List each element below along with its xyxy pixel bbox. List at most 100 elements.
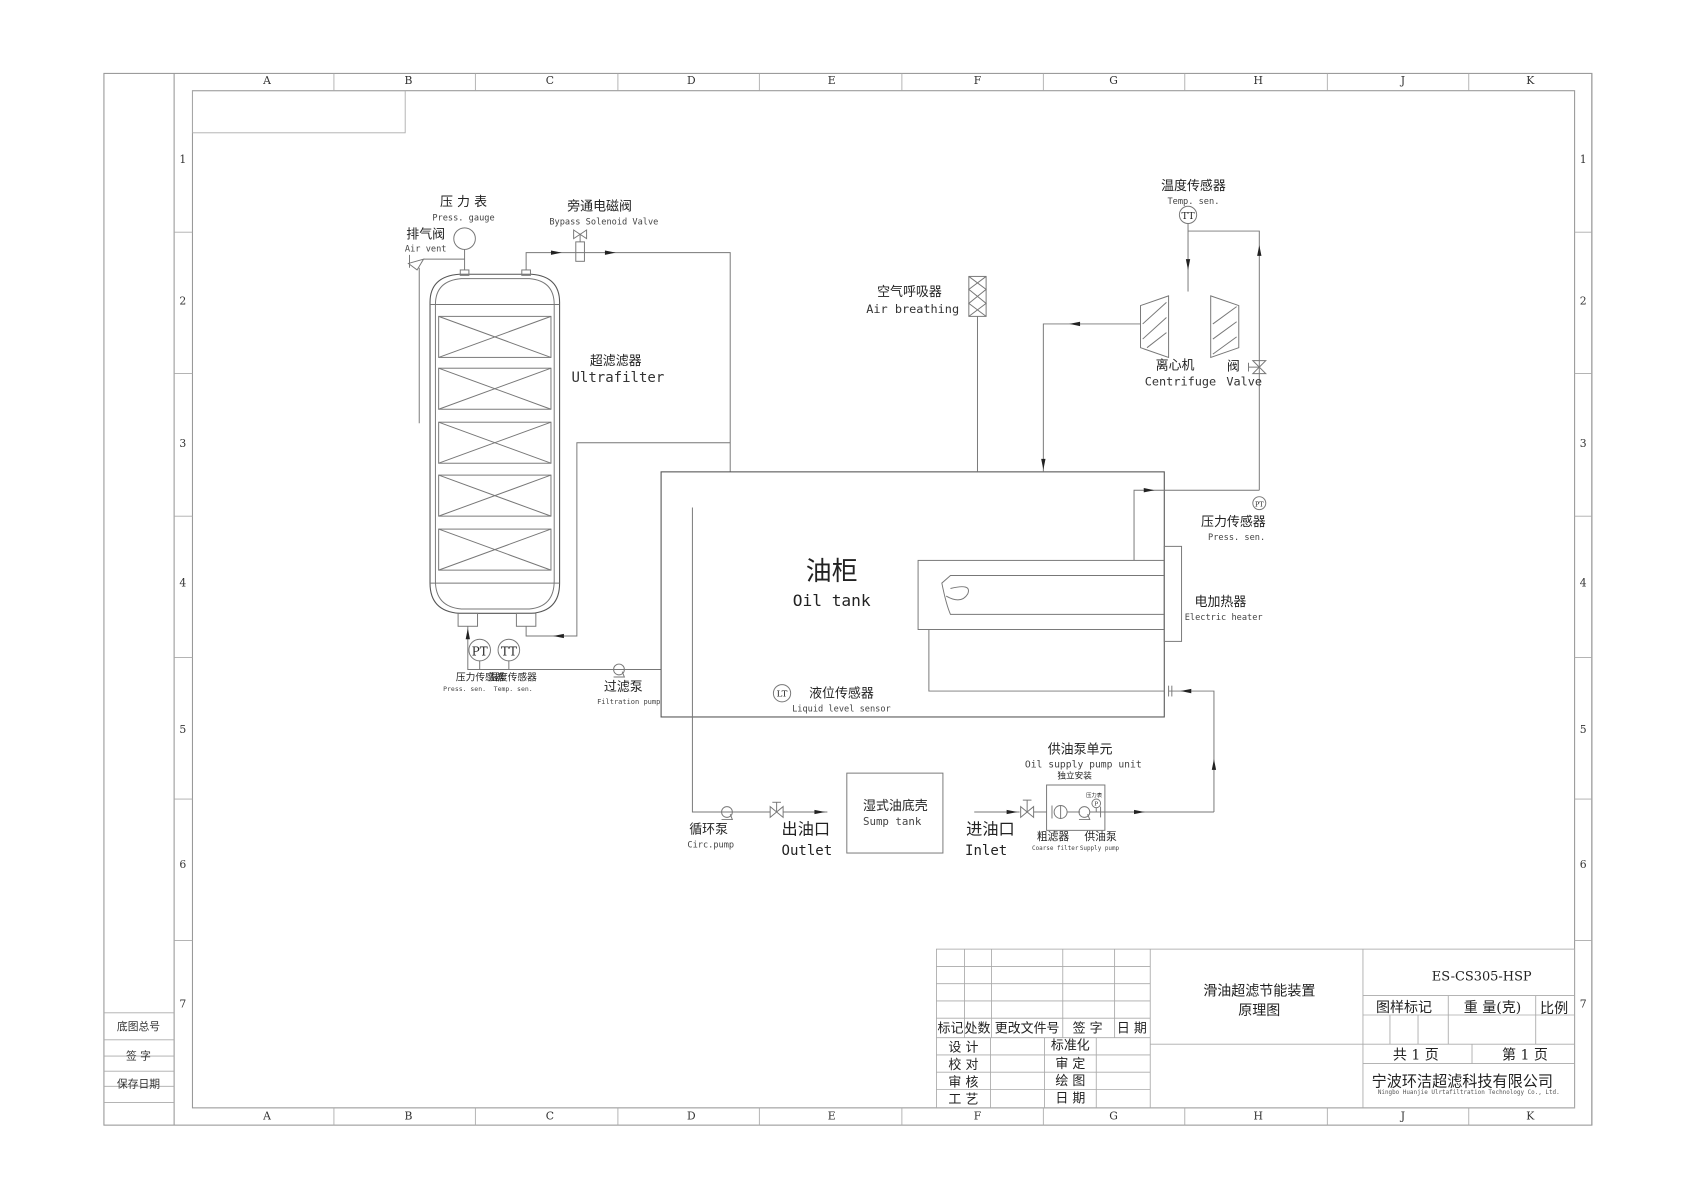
filter-element (438, 474, 552, 517)
sump-tank-label-en: Sump tank (863, 815, 922, 828)
tb-role-design: 设 计 (948, 1041, 978, 1056)
circ-pump-label-en: Circ.pump (687, 841, 734, 851)
filter-element (438, 315, 552, 358)
svg-text:H: H (1254, 74, 1263, 87)
svg-text:6: 6 (179, 858, 186, 871)
drawing-frame (191, 90, 1576, 1109)
press-gauge-label-cn: 压 力 表 (440, 195, 487, 210)
company-name-cn: 宁波环洁超滤科技有限公司 (1372, 1072, 1553, 1090)
tb-header-signature: 签 字 (1073, 1020, 1103, 1036)
svg-text:E: E (828, 1110, 836, 1123)
svg-text:TT: TT (1181, 211, 1195, 222)
supply-unit-note: 独立安装 (1057, 770, 1092, 782)
svg-text:K: K (1526, 74, 1535, 87)
row-ruler: 1 2 3 4 5 6 7 1 2 3 4 5 6 7 (174, 153, 1592, 1010)
right-press-sensor-label-cn: 压力传感器 (1201, 514, 1266, 530)
heater-label-en: Electric heater (1185, 613, 1263, 623)
svg-text:1: 1 (179, 153, 186, 166)
uf-temp-sensor-icon: TT (497, 638, 521, 670)
tb-role-approve: 审 定 (1055, 1057, 1085, 1072)
outlet-valve-icon (769, 801, 828, 819)
svg-text:2: 2 (1580, 294, 1587, 307)
pressure-gauge-icon (453, 227, 476, 270)
svg-text:7: 7 (1580, 997, 1587, 1010)
svg-text:LT: LT (777, 689, 788, 699)
svg-text:6: 6 (1580, 858, 1587, 871)
outlet-label-en: Outlet (782, 843, 833, 859)
svg-text:3: 3 (1580, 437, 1587, 450)
svg-text:D: D (687, 1110, 696, 1123)
centrifuge-label-en: Centrifuge (1145, 374, 1216, 388)
valve-icon (1248, 360, 1267, 375)
uf-temp-sensor-label-cn: 温度传感器 (488, 670, 537, 683)
svg-text:J: J (1400, 74, 1405, 87)
svg-text:C: C (546, 74, 554, 87)
bypass-solenoid-valve-icon (525, 229, 731, 472)
mark-label: 图样标记 (1376, 1000, 1432, 1016)
level-sensor-icon: LT (772, 684, 792, 703)
inlet-valve-icon (1020, 799, 1047, 819)
right-pressure-sensor-icon: PT (1143, 488, 1267, 511)
centrifuge-icon (1041, 295, 1240, 472)
svg-text:J: J (1400, 1110, 1405, 1123)
supply-pump-label-en: Supply pump (1080, 845, 1120, 852)
svg-text:A: A (262, 1110, 271, 1123)
heater-label-cn: 电加热器 (1195, 595, 1247, 610)
signature-label: 签 字 (126, 1049, 151, 1062)
base-drawing-no-label: 底图总号 (117, 1020, 160, 1033)
tb-header-count: 处数 (965, 1021, 991, 1036)
oil-tank-label-en: Oil tank (793, 591, 871, 610)
drawing-number: ES-CS305-HSP (1432, 969, 1532, 984)
level-sensor-label-cn: 液位传感器 (809, 686, 874, 702)
level-sensor-label-en: Liquid level sensor (792, 705, 891, 715)
outlet-label-cn: 出油口 (782, 820, 831, 839)
tb-role-check: 校 对 (948, 1057, 978, 1073)
top-left-box (192, 90, 406, 134)
supply-unit-label-en: Oil supply pump unit (1025, 760, 1142, 771)
ultrafilter-label-en: Ultrafilter (571, 370, 664, 386)
valve-label-en: Valve (1226, 374, 1262, 388)
column-ruler: A B C D E F G H J K A B C D E F G H J K (262, 73, 1535, 1126)
valve-label-cn: 阀 (1227, 359, 1240, 374)
svg-text:PT: PT (1255, 500, 1264, 508)
svg-text:B: B (404, 74, 412, 87)
svg-text:F: F (974, 1110, 982, 1123)
uf-press-sensor-label-en: Press. sen. (443, 685, 486, 693)
tb-role-standard: 标准化 (1051, 1039, 1090, 1054)
svg-text:D: D (687, 74, 696, 87)
svg-text:K: K (1526, 1110, 1535, 1123)
supply-gauge-icon: P (1091, 798, 1102, 812)
top-temp-sensor-label-en: Temp. sen. (1167, 197, 1219, 207)
weight-label: 重 量(克) (1464, 1000, 1521, 1016)
side-block: 底图总号 签 字 保存日期 (103, 1012, 175, 1103)
save-date-label: 保存日期 (117, 1077, 160, 1090)
ultrafilter-vessel (429, 269, 561, 627)
svg-text:A: A (262, 74, 271, 87)
tb-header-date: 日 期 (1117, 1021, 1147, 1036)
bypass-valve-label-cn: 旁通电磁阀 (567, 199, 632, 215)
uf-temp-sensor-label-en: Temp. sen. (494, 685, 533, 693)
sump-tank (846, 772, 944, 854)
svg-text:P: P (1094, 802, 1098, 808)
supply-pump-icon (1078, 806, 1091, 821)
electric-heater-icon (917, 489, 1260, 692)
svg-text:7: 7 (179, 997, 186, 1010)
svg-text:1: 1 (1580, 153, 1587, 166)
svg-text:3: 3 (179, 437, 186, 450)
supply-pump-label-cn: 供油泵 (1084, 830, 1117, 843)
svg-text:TT: TT (501, 644, 517, 658)
coarse-filter-label-cn: 粗滤器 (1037, 830, 1070, 843)
tb-header-mark: 标记 (938, 1021, 964, 1036)
air-vent-label-en: Air vent (405, 245, 447, 255)
air-breather-icon (968, 275, 987, 472)
inlet-label-en: Inlet (965, 843, 1007, 859)
filter-element (438, 421, 552, 464)
tb-role-process: 工 艺 (948, 1093, 978, 1108)
bypass-valve-label-en: Bypass Solenoid Valve (549, 218, 658, 228)
scale-label: 比例 (1540, 1001, 1568, 1017)
air-vent-valve-icon (407, 254, 465, 424)
tb-role-date: 日 期 (1055, 1091, 1085, 1106)
svg-text:5: 5 (179, 723, 186, 736)
sump-tank-label-cn: 湿式油底壳 (863, 798, 928, 814)
oil-tank-label-cn: 油柜 (806, 557, 858, 587)
